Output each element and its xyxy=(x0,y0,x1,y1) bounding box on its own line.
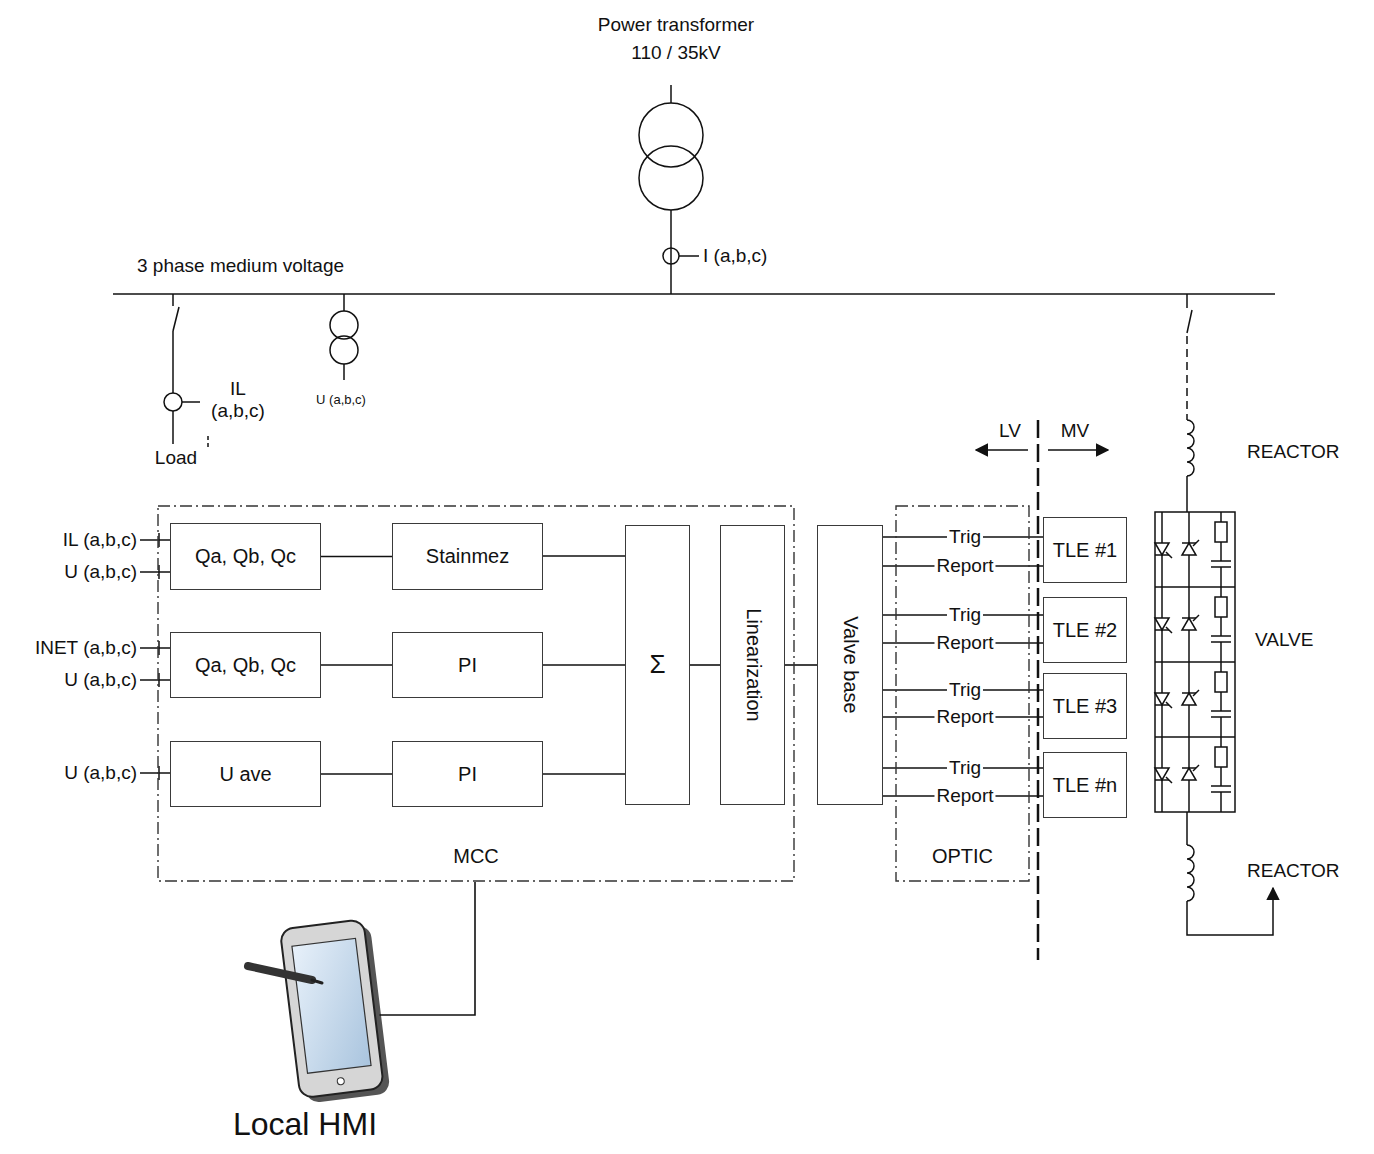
group-heading: OPTIC xyxy=(932,845,993,868)
part-label: 3 phase medium voltage xyxy=(137,255,344,277)
tle-box: TLE #3 xyxy=(1043,673,1127,739)
box-label: Qa, Qb, Qc xyxy=(195,545,296,568)
edge-label: Report xyxy=(934,786,995,807)
edge-label: Trig xyxy=(947,527,983,548)
box-label: Σ xyxy=(649,650,665,680)
linearization-box: Linearization xyxy=(720,525,785,805)
part-label: REACTOR xyxy=(1247,860,1340,882)
box-label: TLE #1 xyxy=(1053,539,1117,562)
box-label: Valve base xyxy=(839,616,862,713)
edge-label: Trig xyxy=(947,605,983,626)
voltage-transformer-symbol xyxy=(330,294,358,380)
box-label: TLE #n xyxy=(1053,774,1117,797)
reactor-symbol xyxy=(1187,420,1194,476)
signal-name: U (a,b,c) xyxy=(64,561,137,583)
edge-label: Trig xyxy=(947,758,983,779)
signal-wire xyxy=(543,555,625,557)
summing-box: Σ xyxy=(625,525,690,805)
tle-box: TLE #2 xyxy=(1043,597,1127,663)
signal-wire xyxy=(543,773,625,775)
signal-wire xyxy=(690,664,720,666)
signal-name: INET (a,b,c) xyxy=(35,637,137,659)
tle-box: TLE #1 xyxy=(1043,517,1127,583)
box-label: Local HMI xyxy=(233,1106,377,1143)
signal-name: U (a,b,c) xyxy=(316,393,366,408)
pi-controller-box: PI xyxy=(392,632,543,698)
part-label: Power transformer xyxy=(598,14,754,36)
box-label: Linearization xyxy=(741,608,764,721)
svc-feeder xyxy=(1155,294,1273,935)
thyristor-stack xyxy=(1155,512,1235,812)
part-label: MV xyxy=(1061,420,1090,442)
part-label: REACTOR xyxy=(1247,441,1340,463)
tablet-icon xyxy=(280,919,391,1105)
edge-label: Report xyxy=(934,556,995,577)
voltage-average-box: U ave xyxy=(170,741,321,807)
signal-wire xyxy=(321,556,392,558)
signal-wire xyxy=(543,664,625,666)
part-label: 110 / 35kV xyxy=(631,42,720,64)
reactive-power-calc-box: Qa, Qb, Qc xyxy=(170,632,321,698)
box-label: U ave xyxy=(219,763,271,786)
group-heading: MCC xyxy=(453,845,499,868)
box-label: PI xyxy=(458,763,477,786)
local-hmi-node: Local HMI xyxy=(231,905,380,1145)
power-transformer-symbol xyxy=(639,85,703,294)
mcc-controller-group: MCCQa, Qb, QcStainmezQa, Qb, QcPIU avePI… xyxy=(157,505,795,882)
edge-label: Trig xyxy=(947,680,983,701)
busbar xyxy=(113,293,1275,295)
box-label: TLE #3 xyxy=(1053,695,1117,718)
valve-outline xyxy=(1155,512,1235,812)
pi-controller-box: PI xyxy=(392,741,543,807)
stylus-icon xyxy=(248,966,322,983)
box-label: TLE #2 xyxy=(1053,619,1117,642)
reactor-symbol xyxy=(1187,845,1194,901)
signal-name: U (a,b,c) xyxy=(64,669,137,691)
signal-name: I (a,b,c) xyxy=(703,245,767,267)
signal-wire xyxy=(321,773,392,775)
signal-wire xyxy=(380,882,476,1015)
box-label: PI xyxy=(458,654,477,677)
part-label: Load xyxy=(155,447,197,469)
load-feeder xyxy=(164,294,208,450)
reactive-power-calc-box: Qa, Qb, Qc xyxy=(170,523,321,590)
signal-name: IL (a,b,c) xyxy=(202,378,274,422)
signal-wire xyxy=(321,664,392,666)
edge-label: Report xyxy=(934,707,995,728)
edge-label: Report xyxy=(934,633,995,654)
part-label: LV xyxy=(999,420,1021,442)
signal-name: U (a,b,c) xyxy=(64,762,137,784)
valve-base-box: Valve base xyxy=(817,525,883,805)
signal-inputs xyxy=(140,533,170,780)
signal-name: IL (a,b,c) xyxy=(63,529,137,551)
signal-wire xyxy=(785,664,817,666)
steinmetz-box: Stainmez xyxy=(392,523,543,590)
tle-box: TLE #n xyxy=(1043,752,1127,818)
part-label: VALVE xyxy=(1255,629,1313,651)
box-label: Stainmez xyxy=(426,545,509,568)
box-label: Qa, Qb, Qc xyxy=(195,654,296,677)
